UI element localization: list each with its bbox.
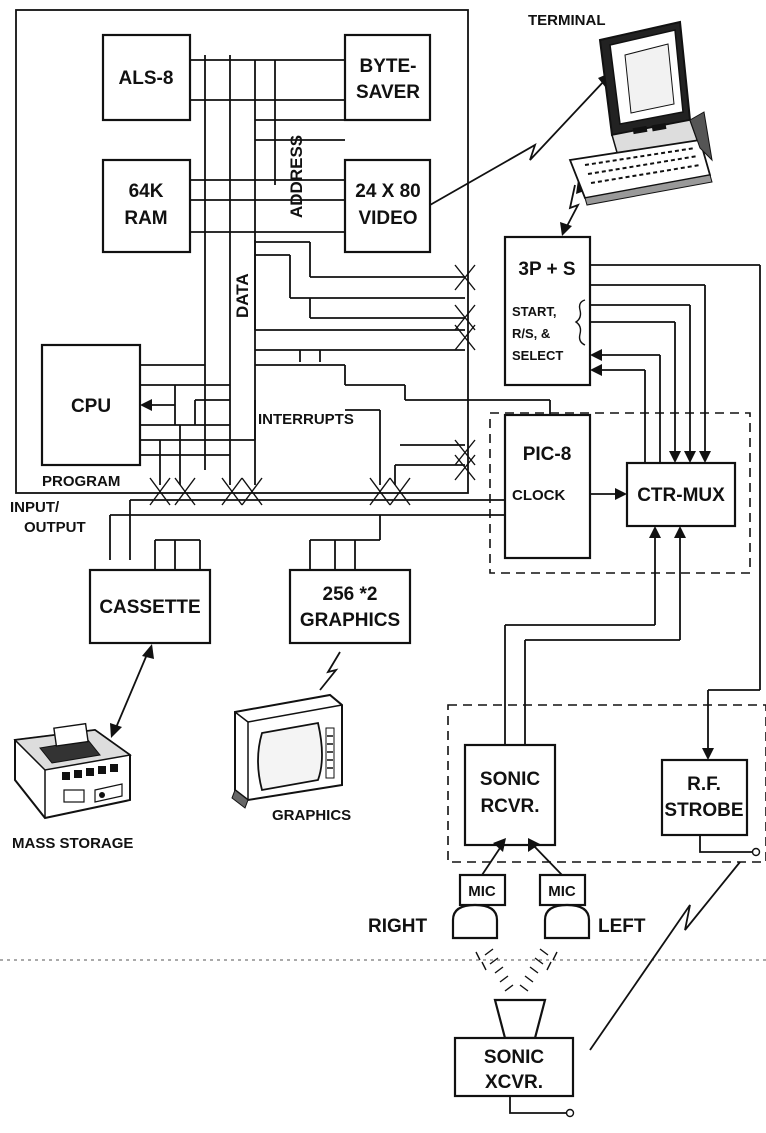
speaker-horn xyxy=(493,998,547,1040)
mic-left: MIC xyxy=(538,873,591,940)
xcvr-antenna xyxy=(509,1096,566,1114)
video-label-2: VIDEO xyxy=(358,208,417,229)
sonic-rcvr-label-2: RCVR. xyxy=(480,796,539,817)
als8-block: ALS-8 xyxy=(101,33,192,122)
mic-left-label: MIC xyxy=(548,883,576,900)
input-output-label-1: INPUT/ xyxy=(10,499,60,516)
program-label: PROGRAM xyxy=(42,473,120,490)
ctr-mux-block: CTR-MUX xyxy=(625,461,737,528)
right-label: RIGHT xyxy=(368,916,428,937)
video-block: 24 X 80 VIDEO xyxy=(343,158,432,254)
terminal-icon xyxy=(568,20,713,206)
sensor-enclosure-dashed xyxy=(447,704,766,863)
controller-signal-1: START, xyxy=(512,304,557,319)
sonic-rcvr-block: SONIC RCVR. xyxy=(463,743,557,847)
data-bus-label: DATA xyxy=(233,273,252,318)
graphics-monitor-icon xyxy=(231,693,343,809)
graphics-board-label-1: 256 *2 xyxy=(323,584,378,605)
cassette-block: CASSETTE xyxy=(88,568,212,645)
controller-signal-3: SELECT xyxy=(512,348,563,363)
input-output-label-2: OUTPUT xyxy=(24,519,86,536)
clock-arrowhead xyxy=(615,488,627,500)
terminal-video-link xyxy=(429,79,606,206)
terminal-label: TERMINAL xyxy=(528,12,606,29)
cassette-storage-link xyxy=(114,651,149,731)
ram-block: 64K RAM xyxy=(101,158,192,254)
sonic-rcvr-label-1: SONIC xyxy=(480,769,540,790)
sonic-xcvr-label-2: XCVR. xyxy=(485,1072,543,1093)
cpu-arrowhead xyxy=(140,399,152,411)
computer-enclosure xyxy=(15,9,469,494)
byte-saver-block: BYTE- SAVER xyxy=(343,33,432,122)
controller-signal-2: R/S, & xyxy=(512,326,550,341)
byte-saver-label-2: SAVER xyxy=(356,82,420,103)
rf-strobe-label-1: R.F. xyxy=(687,774,721,795)
cassette-label: CASSETTE xyxy=(99,597,200,618)
internal-buses xyxy=(109,55,551,570)
controller-block: 3P + S START, R/S, & SELECT xyxy=(503,235,592,387)
mic-right-label: MIC xyxy=(468,883,496,900)
cpu-block: CPU xyxy=(40,343,142,467)
rcvr-to-ctr-mux-lines xyxy=(504,526,686,745)
ram-label-1: 64K xyxy=(129,181,164,202)
interrupts-label: INTERRUPTS xyxy=(258,411,354,428)
mic-right-line xyxy=(481,844,503,876)
bus-crossovers xyxy=(149,264,476,506)
rf-strobe-block: R.F. STROBE xyxy=(660,758,761,857)
video-label-1: 24 X 80 xyxy=(355,181,421,202)
sound-waves xyxy=(475,948,558,992)
ram-label-2: RAM xyxy=(124,208,167,229)
terminal-controller-link xyxy=(565,184,580,229)
pic8-label: PIC-8 xyxy=(523,444,572,465)
graphics-board-label-2: GRAPHICS xyxy=(300,610,400,631)
graphics-monitor-link xyxy=(319,651,341,691)
ctr-mux-label: CTR-MUX xyxy=(637,485,725,506)
rf-antenna xyxy=(699,835,752,853)
rf-link-zigzag xyxy=(589,861,741,1051)
mass-storage-icon xyxy=(13,722,132,820)
cpu-label: CPU xyxy=(71,396,111,417)
byte-saver-label-1: BYTE- xyxy=(360,56,417,77)
sonic-xcvr-block: SONIC XCVR. xyxy=(453,998,575,1118)
graphics-board-block: 256 *2 GRAPHICS xyxy=(288,568,412,645)
left-label: LEFT xyxy=(598,916,646,937)
controller-label: 3P + S xyxy=(518,259,575,280)
controller-to-ctr-mux-lines xyxy=(590,264,761,760)
graphics-label: GRAPHICS xyxy=(272,807,351,824)
mass-storage-label: MASS STORAGE xyxy=(12,835,133,852)
rf-strobe-label-2: STROBE xyxy=(664,800,743,821)
pic8-block: PIC-8 CLOCK xyxy=(503,413,592,560)
address-bus-label: ADDRESS xyxy=(287,135,306,218)
sonic-xcvr-label-1: SONIC xyxy=(484,1047,544,1068)
clock-label: CLOCK xyxy=(512,487,565,504)
mic-left-line xyxy=(532,844,563,876)
mic-right: MIC xyxy=(451,873,507,940)
controller-brace xyxy=(574,299,586,346)
als8-label: ALS-8 xyxy=(119,68,174,89)
